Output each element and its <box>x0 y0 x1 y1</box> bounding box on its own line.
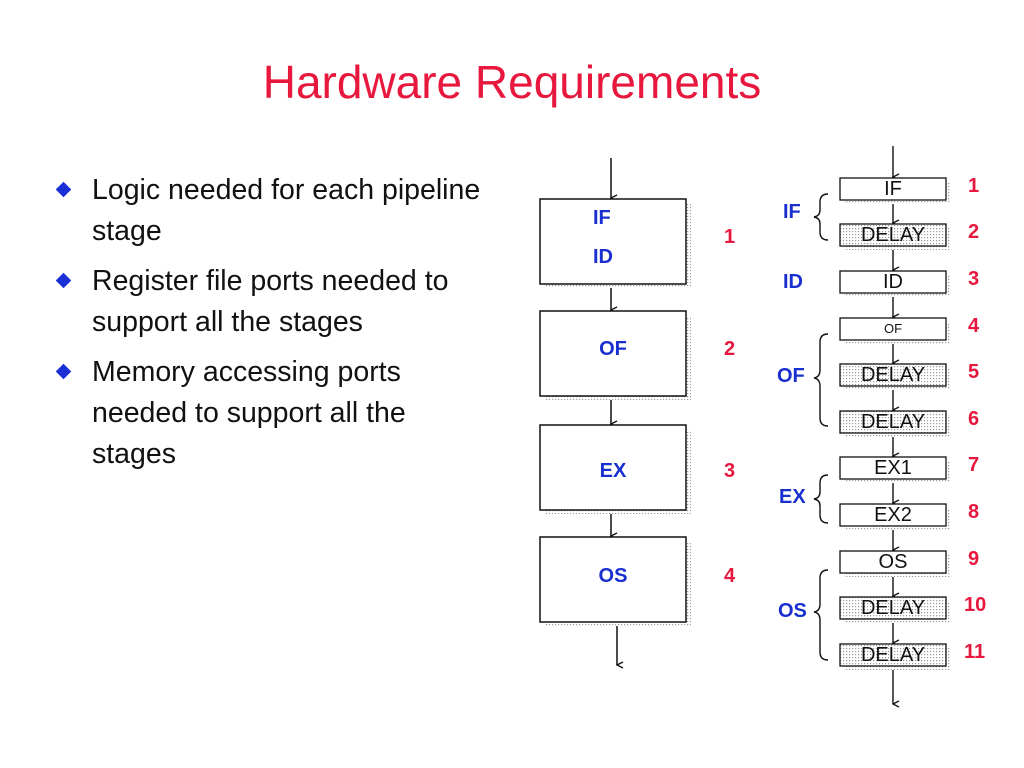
stage-text: DELAY <box>861 364 925 386</box>
group-labels: IF ID OF EX OS <box>777 193 829 661</box>
stage-text: DELAY <box>861 224 925 246</box>
stage-box <box>839 643 947 667</box>
bullet-list: Logic needed for each pipeline stage Reg… <box>55 170 495 484</box>
group-label: ID <box>783 271 803 293</box>
stage-label: ID <box>593 246 613 268</box>
stage-text: OF <box>884 321 902 336</box>
stage-label: IF <box>593 207 611 229</box>
stage-number: 1 <box>724 226 735 248</box>
slide-title: Hardware Requirements <box>262 56 762 108</box>
bullet-text: Memory accessing ports needed to support… <box>92 356 406 470</box>
stage-box <box>839 223 947 247</box>
curly-brace-icon <box>813 333 829 427</box>
stage-box <box>839 503 947 527</box>
stage-box <box>839 363 947 387</box>
stage-number: 4 <box>968 315 980 337</box>
stage-box <box>839 456 947 480</box>
stage-box <box>839 177 947 201</box>
stage-box <box>839 270 947 294</box>
stage-text: DELAY <box>861 644 925 666</box>
group-label: IF <box>783 201 801 223</box>
bullet-text: Logic needed for each pipeline stage <box>92 174 481 247</box>
stage-box <box>539 198 687 285</box>
left-pipeline: IF ID 1 OF 2 EX 3 OS 4 <box>539 158 736 665</box>
stage-box <box>539 424 687 511</box>
stage-number: 10 <box>964 594 986 616</box>
stage-label: OF <box>599 338 627 360</box>
stage-number: 5 <box>968 361 979 383</box>
stage-box <box>539 536 687 623</box>
stage-number: 11 <box>964 641 985 663</box>
stage-number: 2 <box>968 221 979 243</box>
stage-text: DELAY <box>861 411 925 433</box>
group-label: EX <box>779 486 806 508</box>
group-label: OF <box>777 365 805 387</box>
curly-brace-icon <box>813 569 829 661</box>
stage-number: 9 <box>968 548 979 570</box>
stage-number: 4 <box>724 565 736 587</box>
stage-text: IF <box>884 178 902 200</box>
stage-number: 1 <box>968 175 979 197</box>
bullet-item: Memory accessing ports needed to support… <box>55 352 495 475</box>
group-label: OS <box>778 600 807 622</box>
stage-number: 2 <box>724 338 735 360</box>
stage-box <box>839 596 947 620</box>
stage-text: OS <box>879 551 908 573</box>
stage-label: EX <box>600 460 627 482</box>
curly-brace-icon <box>813 193 829 241</box>
stage-box <box>839 317 947 341</box>
stage-text: ID <box>883 271 903 293</box>
stage-box <box>839 410 947 434</box>
stage-text: EX1 <box>874 457 912 479</box>
curly-brace-icon <box>813 474 829 524</box>
stage-number: 6 <box>968 408 979 430</box>
stage-text: DELAY <box>861 597 925 619</box>
bullet-text: Register file ports needed to support al… <box>92 265 449 338</box>
stage-text: EX2 <box>874 504 912 526</box>
stage-label: OS <box>599 565 628 587</box>
stage-box <box>539 310 687 397</box>
stage-number: 8 <box>968 501 979 523</box>
stage-number: 3 <box>968 268 979 290</box>
bullet-item: Logic needed for each pipeline stage <box>55 170 495 252</box>
stage-number: 3 <box>724 460 735 482</box>
stage-number: 7 <box>968 454 979 476</box>
bullet-item: Register file ports needed to support al… <box>55 261 495 343</box>
stage-box <box>839 550 947 574</box>
